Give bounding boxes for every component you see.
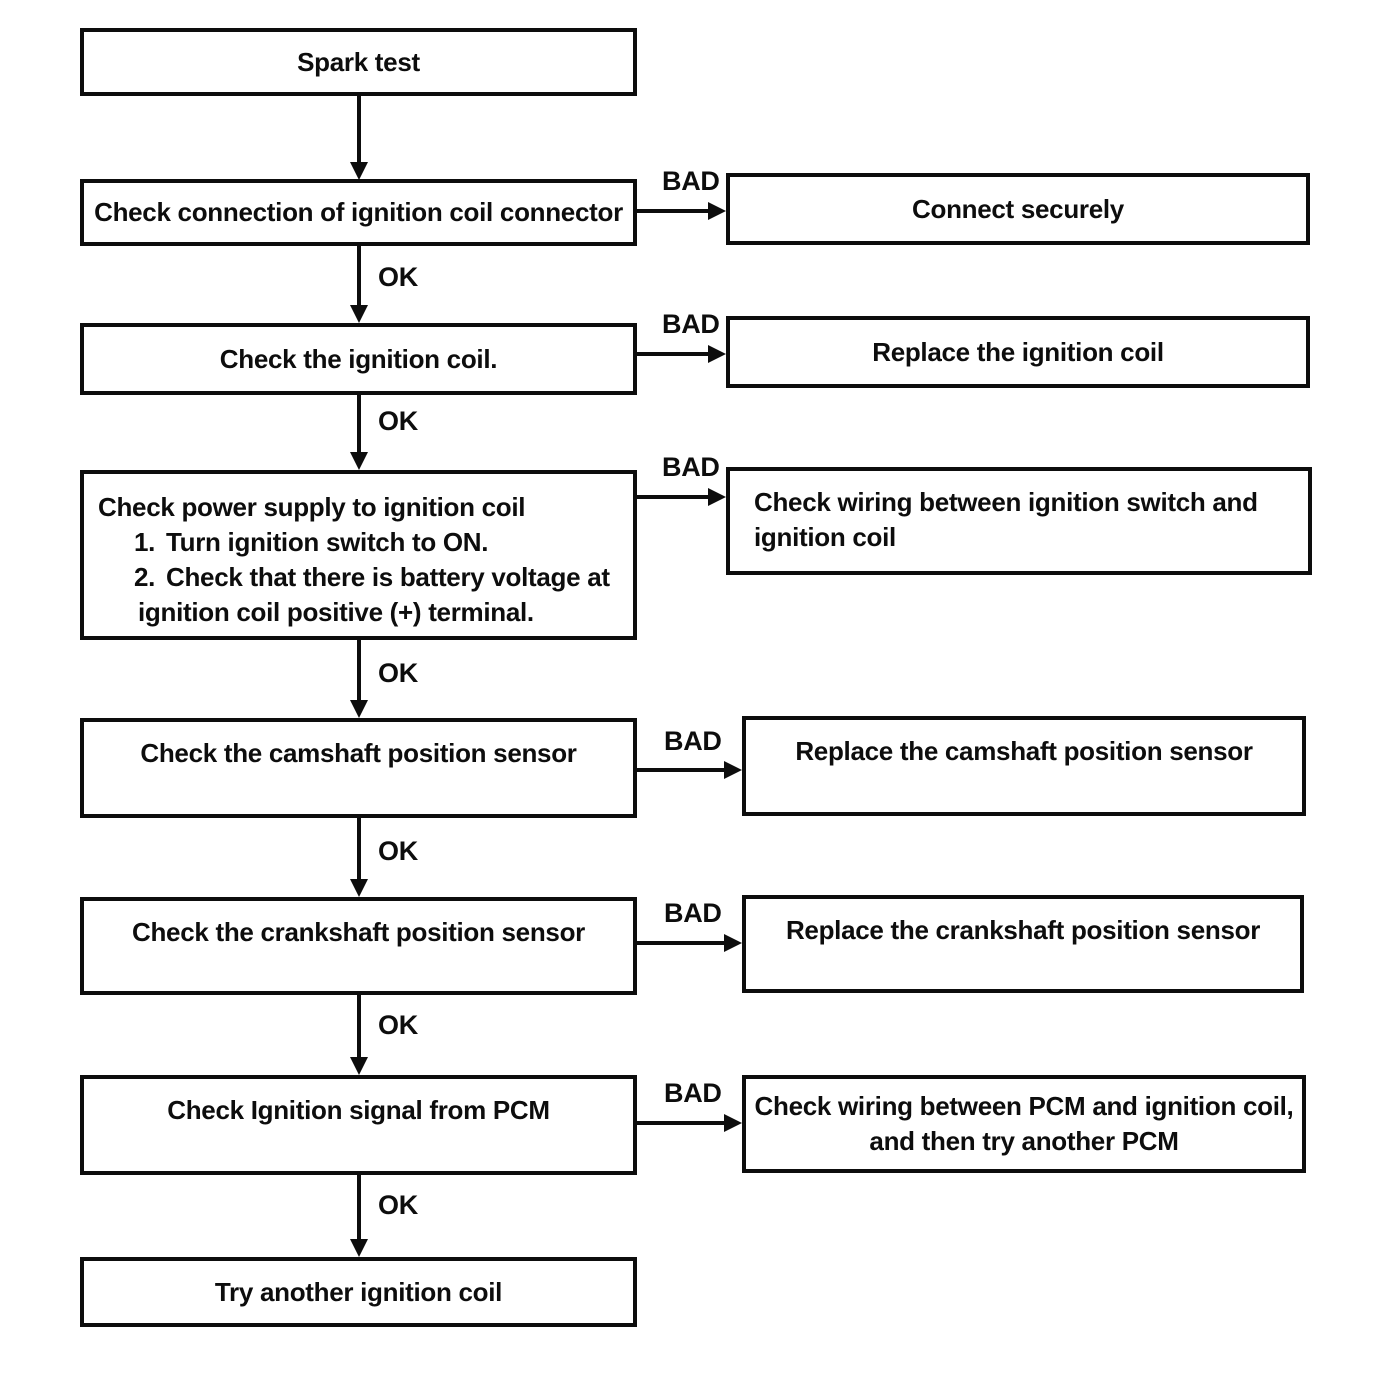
check-power-supply-box: Check power supply to ignition coil 1. T… xyxy=(80,470,637,640)
bad-label: BAD xyxy=(662,309,720,339)
replace-camshaft-box: Replace the camshaft position sensor xyxy=(742,716,1306,816)
bad-arrow-line xyxy=(637,209,709,213)
power-supply-title: Check power supply to ignition coil xyxy=(98,492,526,522)
down-arrow-line xyxy=(357,640,361,702)
down-arrowhead xyxy=(350,879,368,897)
check-wiring-switch-box: Check wiring between ignition switch and… xyxy=(726,467,1312,575)
bad-arrow-line xyxy=(637,495,709,499)
down-arrow-line xyxy=(357,995,361,1057)
ok-label: OK xyxy=(378,1190,418,1220)
bad-arrowhead xyxy=(708,345,726,363)
bad-label: BAD xyxy=(664,898,722,928)
replace-crankshaft-box: Replace the crankshaft position sensor xyxy=(742,895,1304,993)
replace-ignition-coil-box: Replace the ignition coil xyxy=(726,316,1310,388)
ok-label: OK xyxy=(378,658,418,688)
down-arrow-line xyxy=(357,1175,361,1239)
power-supply-step-2-continued: ignition coil positive (+) terminal. xyxy=(138,597,534,627)
down-arrow-line xyxy=(357,96,361,164)
step-number: 2. xyxy=(134,562,156,592)
bad-label: BAD xyxy=(664,726,722,756)
ok-label: OK xyxy=(378,836,418,866)
check-wiring-pcm-box: Check wiring between PCM and ignition co… xyxy=(742,1075,1306,1173)
try-another-coil-box: Try another ignition coil xyxy=(80,1257,637,1327)
step-text: Check that there is battery voltage at xyxy=(166,562,610,592)
bad-arrowhead xyxy=(724,761,742,779)
bad-arrowhead xyxy=(724,934,742,952)
bad-arrowhead xyxy=(708,202,726,220)
down-arrow-line xyxy=(357,395,361,454)
check-camshaft-box: Check the camshaft position sensor xyxy=(80,718,637,818)
bad-arrow-line xyxy=(637,1121,725,1125)
check-connection-box: Check connection of ignition coil connec… xyxy=(80,179,637,246)
start-box: Spark test xyxy=(80,28,637,96)
power-supply-step-1: 1. Turn ignition switch to ON. xyxy=(134,525,625,560)
check-ignition-coil-box: Check the ignition coil. xyxy=(80,323,637,395)
bad-arrow-line xyxy=(637,768,725,772)
down-arrowhead xyxy=(350,162,368,180)
ok-label: OK xyxy=(378,262,418,292)
down-arrowhead xyxy=(350,700,368,718)
connect-securely-box: Connect securely xyxy=(726,173,1310,245)
bad-arrow-line xyxy=(637,352,709,356)
check-crankshaft-box: Check the crankshaft position sensor xyxy=(80,897,637,995)
bad-label: BAD xyxy=(664,1078,722,1108)
down-arrow-line xyxy=(357,246,361,306)
ok-label: OK xyxy=(378,1010,418,1040)
power-supply-step-2: 2. Check that there is battery voltage a… xyxy=(134,560,625,595)
ok-label: OK xyxy=(378,406,418,436)
step-number: 1. xyxy=(134,527,156,557)
bad-arrow-line xyxy=(637,941,725,945)
down-arrowhead xyxy=(350,1057,368,1075)
bad-label: BAD xyxy=(662,452,720,482)
down-arrowhead xyxy=(350,305,368,323)
step-text: Turn ignition switch to ON. xyxy=(166,527,489,557)
down-arrow-line xyxy=(357,818,361,880)
bad-label: BAD xyxy=(662,166,720,196)
down-arrowhead xyxy=(350,452,368,470)
bad-arrowhead xyxy=(708,488,726,506)
down-arrowhead xyxy=(350,1239,368,1257)
check-ignition-signal-box: Check Ignition signal from PCM xyxy=(80,1075,637,1175)
bad-arrowhead xyxy=(724,1114,742,1132)
